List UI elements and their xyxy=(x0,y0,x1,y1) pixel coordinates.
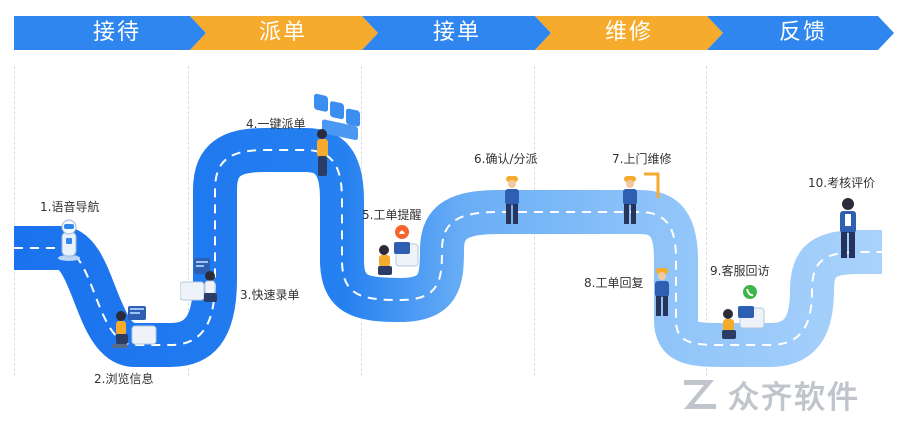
worker-repair-icon xyxy=(623,172,660,224)
logo-icon xyxy=(684,380,716,409)
step-label: 6.确认/分派 xyxy=(474,152,538,166)
robot-icon xyxy=(58,219,80,261)
phase-label-reception: 接待 xyxy=(92,20,141,45)
step-label: 1.语音导航 xyxy=(40,200,100,214)
watermark-text: 众齐软件 xyxy=(728,379,860,416)
step-label: 7.上门维修 xyxy=(612,152,672,166)
phase-banner xyxy=(14,16,894,50)
column-divider xyxy=(706,66,707,376)
person-desk-icon xyxy=(180,258,217,302)
step-label: 2.浏览信息 xyxy=(94,372,154,386)
phone-callback-icon xyxy=(722,285,765,339)
worker-icon xyxy=(505,176,519,224)
evaluator-icon xyxy=(840,198,856,258)
notification-bell-icon xyxy=(378,225,419,275)
phase-arrow-5 xyxy=(707,16,894,50)
dispatch-panel-icon xyxy=(314,93,360,176)
step-label: 8.工单回复 xyxy=(584,276,644,290)
road-center-dash xyxy=(14,149,882,346)
phase-arrow-3 xyxy=(362,16,551,50)
column-divider xyxy=(14,66,15,376)
phase-label-dispatch: 派单 xyxy=(258,20,307,45)
phase-label-accept: 接单 xyxy=(432,20,481,45)
worker-icon xyxy=(655,268,669,316)
step-label: 9.客服回访 xyxy=(710,264,770,278)
person-desk-icon xyxy=(112,306,157,348)
phase-arrow-1 xyxy=(14,16,206,50)
step-label: 4.一键派单 xyxy=(246,117,306,131)
watermark: 众齐软件 xyxy=(680,374,860,416)
column-divider xyxy=(188,66,189,376)
phase-label-feedback: 反馈 xyxy=(778,20,827,45)
phase-arrow-4 xyxy=(535,16,723,50)
phase-label-repair: 维修 xyxy=(604,20,653,45)
phase-arrow-2 xyxy=(190,16,378,50)
step-label: 3.快速录单 xyxy=(240,288,300,302)
step-label: 10.考核评价 xyxy=(808,176,876,190)
step-label: 5.工单提醒 xyxy=(362,208,422,222)
